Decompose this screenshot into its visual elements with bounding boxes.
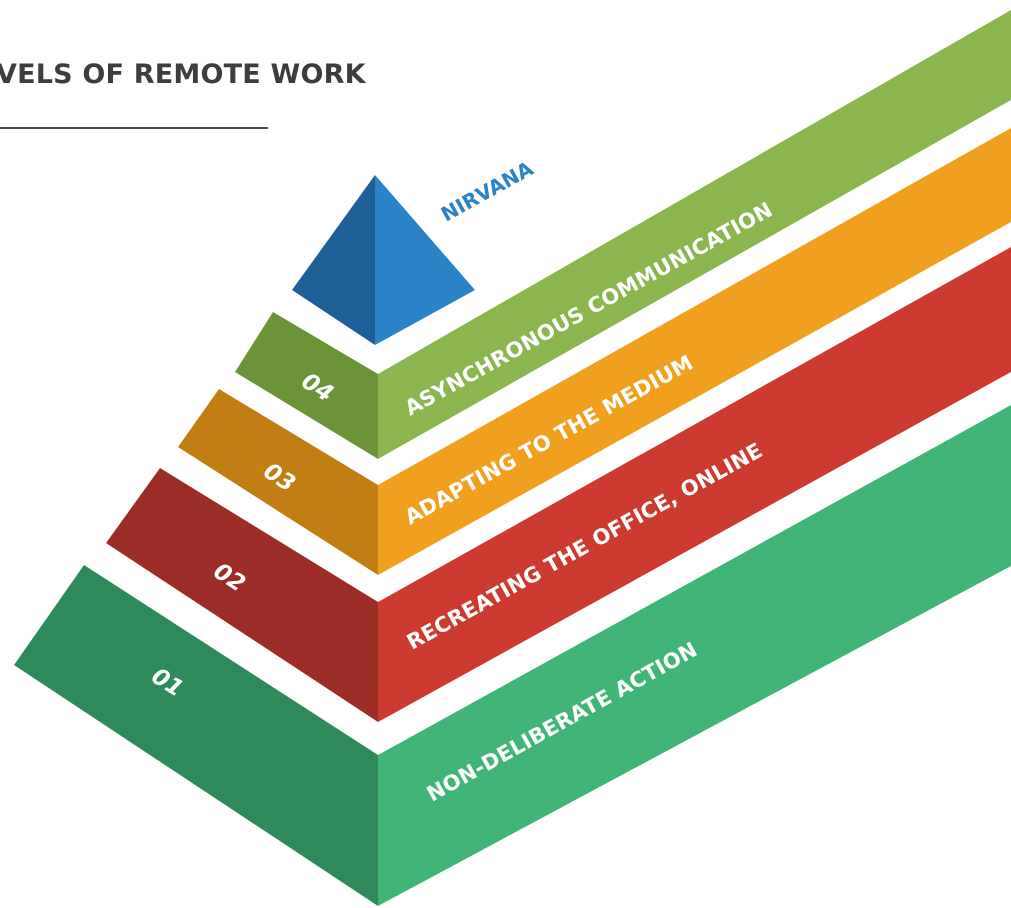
apex-left-face [292, 175, 375, 345]
page-title: VELS OF REMOTE WORK [0, 59, 366, 90]
apex-right-face [375, 175, 475, 345]
level-03-front-face [378, 128, 1011, 575]
level-03-left-face [178, 389, 378, 575]
level-01-left-face [14, 565, 378, 906]
apex-label: NIRVANA [437, 156, 538, 226]
level-04-left-face [235, 312, 378, 459]
title-divider [0, 127, 268, 129]
level-04-front-face [378, 10, 1011, 459]
level-01-front-face [378, 405, 1011, 906]
level-02-left-face [106, 468, 378, 722]
level-02-front-face [378, 247, 1011, 722]
